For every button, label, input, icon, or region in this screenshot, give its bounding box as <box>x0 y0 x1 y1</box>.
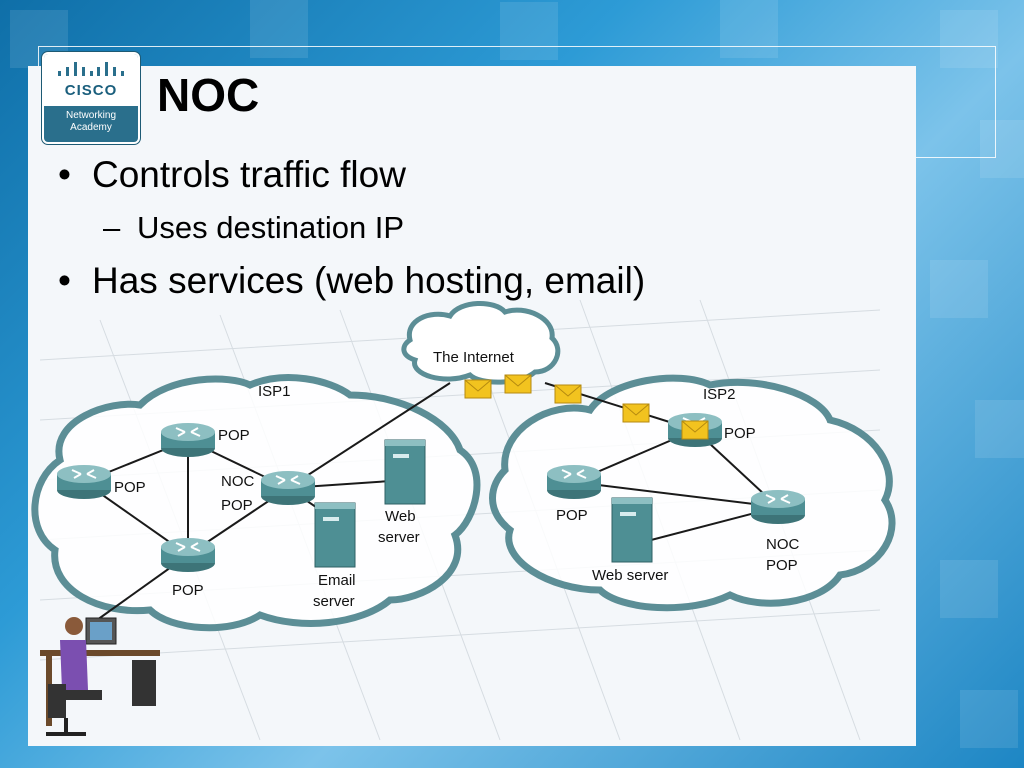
router-icon <box>750 489 806 525</box>
isp1-server-label: server <box>313 593 355 610</box>
logo-subtitle: Networking Academy <box>65 110 117 133</box>
isp1-web-label: Web <box>385 508 416 525</box>
isp1-pop-label: POP <box>218 427 250 444</box>
internet-cloud <box>401 300 561 385</box>
cisco-logo: CISCO Networking Academy <box>42 52 140 144</box>
isp2-web-label: Web server <box>592 567 668 584</box>
bullet-text: Controls traffic flow <box>92 154 406 195</box>
router-icon <box>56 464 112 500</box>
router-icon <box>160 422 216 458</box>
bullet-dot-icon: • <box>58 154 71 195</box>
router-icon <box>160 537 216 573</box>
page-title: NOC <box>157 69 260 121</box>
envelope-icon <box>554 384 582 404</box>
operator-workstation-icon <box>40 617 160 736</box>
isp2-label: ISP2 <box>703 386 736 403</box>
isp1-noc-pop-label: POP <box>221 497 253 514</box>
envelope-icon <box>504 374 532 394</box>
isp1-noc-label: NOC <box>221 473 255 490</box>
isp1-pop-label: POP <box>172 582 204 599</box>
isp1-pop-label: POP <box>114 479 146 496</box>
server-icon <box>611 497 653 563</box>
dash-icon: – <box>103 210 121 245</box>
bullet-dot-icon: • <box>58 260 71 301</box>
server-icon <box>384 439 426 505</box>
bullet-item: • Controls traffic flow <box>58 154 406 196</box>
logo-bars-icon <box>58 62 124 76</box>
server-icon <box>314 502 356 568</box>
bullet-item: • Has services (web hosting, email) <box>58 260 645 302</box>
isp1-cloud <box>31 374 481 632</box>
router-icon <box>260 470 316 506</box>
bullet-text: Has services (web hosting, email) <box>92 260 646 301</box>
isp1-label: ISP1 <box>258 383 291 400</box>
sub-bullet-text: Uses destination IP <box>137 210 405 245</box>
envelope-icon <box>681 420 709 440</box>
internet-label: The Internet <box>433 349 515 366</box>
isp2-pop-label: POP <box>724 425 756 442</box>
isp1-email-label: Email <box>318 572 356 589</box>
isp2-noc-pop-label: POP <box>766 557 798 574</box>
isp2-noc-label: NOC <box>766 536 800 553</box>
router-icon <box>546 464 602 500</box>
isp1-server-label: server <box>378 529 420 546</box>
envelope-icon <box>464 379 492 399</box>
isp2-pop-label: POP <box>556 507 588 524</box>
sub-bullet-item: –Uses destination IP <box>103 210 404 246</box>
isp2-cloud <box>489 374 896 612</box>
envelope-icon <box>622 403 650 423</box>
logo-top: CISCO <box>44 54 138 106</box>
logo-brand: CISCO <box>64 82 118 99</box>
